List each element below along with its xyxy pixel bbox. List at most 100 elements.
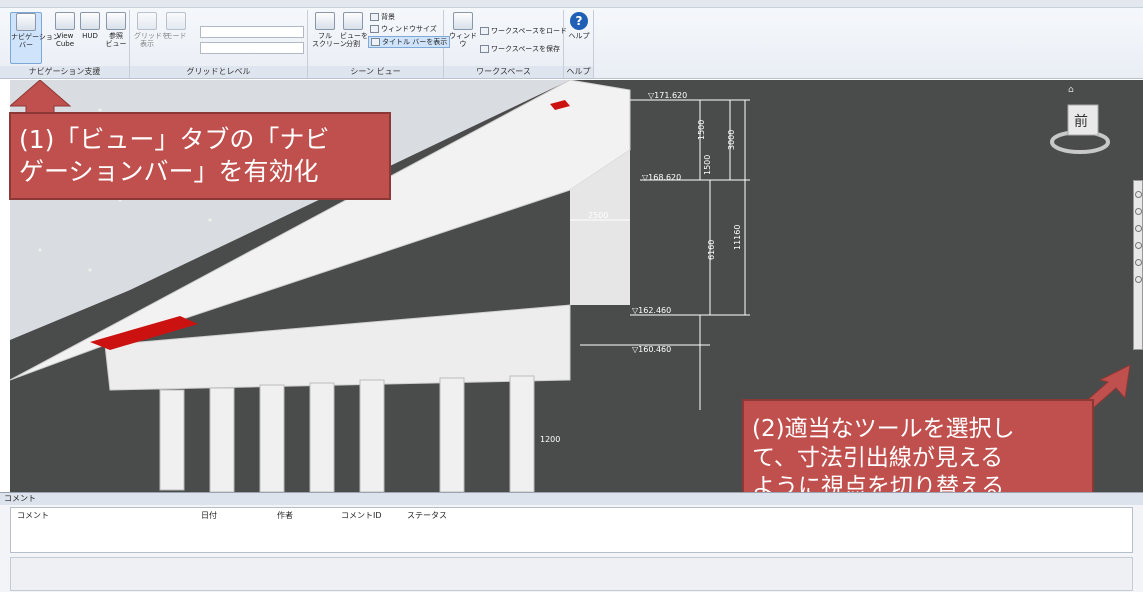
dim-1500-a: 1500 — [697, 120, 706, 140]
reference-view-label: 参照 ビュー — [105, 32, 127, 48]
red-bearing-left — [90, 316, 198, 350]
background-icon — [370, 13, 379, 21]
split-view-button[interactable]: ビューを 分割 — [340, 12, 368, 64]
grid-dropdown-2[interactable] — [200, 42, 304, 54]
abutment-wall — [570, 150, 630, 305]
dimension-lines — [570, 99, 750, 410]
cube-icon — [55, 12, 75, 30]
comment-table[interactable]: コメント 日付 作者 コメントID ステータス — [10, 507, 1133, 553]
viewcube[interactable] — [1067, 104, 1099, 136]
navigation-bar-label: ナビゲーション バー — [11, 33, 60, 49]
full-screen-label: フル スクリーン — [312, 32, 347, 48]
navigation-panel-title: ナビゲーション支援 — [0, 66, 129, 78]
column-comment[interactable]: コメント — [17, 511, 49, 520]
dim-elevation-mid: ▽168.620 — [642, 173, 681, 182]
viewcube-face-label: 前 — [1074, 113, 1088, 130]
window-size-label: ウィンドウサイズ — [381, 25, 437, 33]
dim-1200: 1200 — [540, 435, 560, 444]
dim-elevation-bottom: ▽160.460 — [632, 345, 671, 354]
mode-label: モード — [165, 32, 187, 40]
callout-2-line-1: (2)適当なツールを選択し — [752, 416, 1015, 442]
dim-elevation-top: ▽171.620 — [648, 91, 687, 100]
dim-11160: 11160 — [733, 225, 742, 250]
window-size-item[interactable]: ウィンドウサイズ — [370, 24, 437, 34]
split-view-icon — [343, 12, 363, 30]
help-panel: ? ヘルプ ヘルプ — [564, 10, 594, 78]
walk-icon[interactable] — [1134, 276, 1142, 283]
callout-1-line-1: (1)「ビュー」タブの「ナビ — [19, 125, 330, 154]
window-label: ウィンドウ — [449, 32, 477, 48]
grid-panel-title: グリッドとレベル — [130, 66, 307, 78]
split-view-label: ビューを 分割 — [340, 32, 368, 48]
pan-icon[interactable] — [1134, 208, 1142, 215]
mode-button[interactable]: モード — [164, 12, 188, 64]
workspace-panel-title: ワークスペース — [444, 66, 563, 78]
mode-icon — [166, 12, 186, 30]
help-panel-title: ヘルプ — [564, 66, 593, 78]
hud-button[interactable]: HUD — [80, 12, 100, 64]
reference-view-button[interactable]: 参照 ビュー — [104, 12, 128, 64]
load-workspace-icon — [480, 27, 489, 35]
comment-detail-area[interactable] — [10, 557, 1133, 591]
steering-wheel-icon[interactable] — [1134, 191, 1142, 198]
full-screen-button[interactable]: フル スクリーン — [312, 12, 347, 64]
footing — [104, 304, 571, 391]
workspace-panel: ウィンドウ ワークスペースをロード ワークスペースを保存 ワークスペース — [444, 10, 567, 78]
viewcube-button[interactable]: View Cube — [52, 12, 78, 64]
column-author[interactable]: 作者 — [277, 511, 293, 520]
save-workspace-item[interactable]: ワークスペースを保存 — [480, 44, 560, 54]
zoom-icon[interactable] — [1134, 225, 1142, 232]
load-workspace-item[interactable]: ワークスペースをロード — [480, 26, 567, 36]
hud-icon — [80, 12, 100, 30]
hud-label: HUD — [82, 32, 98, 40]
dim-3000: 3000 — [727, 130, 736, 150]
help-label: ヘルプ — [568, 32, 590, 40]
dim-2500: 2500 — [588, 211, 608, 220]
dim-6160: 6160 — [707, 240, 716, 260]
ribbon-tab-strip — [0, 0, 1143, 8]
comment-panel-title: コメント — [0, 493, 1143, 505]
comment-panel: コメント コメント 日付 作者 コメントID ステータス — [0, 492, 1143, 592]
home-icon[interactable]: ⌂ — [1068, 85, 1074, 95]
callout-2-line-2: て、寸法引出線が見える — [752, 445, 1004, 471]
grid-panel: グリッドを 表示 モード グリッドとレベル — [130, 10, 308, 78]
up-arrow — [10, 80, 72, 115]
grid-dropdown-1[interactable] — [200, 26, 304, 38]
red-bearing-top — [550, 100, 570, 110]
reference-view-icon — [106, 12, 126, 30]
column-comment-id[interactable]: コメントID — [341, 511, 382, 520]
save-workspace-icon — [480, 45, 489, 53]
title-bar-icon — [371, 38, 380, 46]
dim-1500-b: 1500 — [703, 155, 712, 175]
scene-view-panel: フル スクリーン ビューを 分割 背景 ウィンドウサイズ タイトル バーを表示 … — [308, 10, 451, 78]
show-grid-label: グリッドを 表示 — [134, 32, 169, 48]
viewcube-label: View Cube — [55, 32, 75, 48]
window-size-icon — [370, 25, 379, 33]
callout-step-1: (1)「ビュー」タブの「ナビ ゲーションバー」を有効化 — [9, 112, 391, 200]
column-date[interactable]: 日付 — [201, 511, 217, 520]
navigation-bar[interactable] — [1133, 180, 1143, 350]
grid-icon — [137, 12, 157, 30]
scene-view-panel-title: シーン ビュー — [308, 66, 443, 78]
ribbon: ナビゲーション バー View Cube HUD 参照 ビュー ナビゲーション支… — [0, 0, 1143, 79]
navigation-panel: ナビゲーション バー View Cube HUD 参照 ビュー ナビゲーション支… — [0, 10, 130, 78]
show-title-bar-label: タイトル バーを表示 — [382, 38, 448, 46]
help-button[interactable]: ? ヘルプ — [566, 12, 592, 64]
background-item[interactable]: 背景 — [370, 12, 395, 22]
navigation-bar-button[interactable]: ナビゲーション バー — [10, 12, 60, 64]
window-button[interactable]: ウィンドウ — [448, 12, 478, 64]
orbit-icon[interactable] — [1134, 242, 1142, 249]
column-status[interactable]: ステータス — [407, 511, 447, 520]
navigation-bar-icon — [16, 13, 36, 31]
show-title-bar-item[interactable]: タイトル バーを表示 — [368, 36, 451, 48]
show-grid-button[interactable]: グリッドを 表示 — [134, 12, 169, 64]
full-screen-icon — [315, 12, 335, 30]
dim-elevation-low: ▽162.460 — [632, 306, 671, 315]
load-workspace-label: ワークスペースをロード — [491, 27, 567, 35]
background-label: 背景 — [381, 13, 395, 21]
help-icon: ? — [570, 12, 588, 30]
save-workspace-label: ワークスペースを保存 — [491, 45, 560, 53]
look-icon[interactable] — [1134, 259, 1142, 266]
piles — [159, 375, 535, 492]
window-icon — [453, 12, 473, 30]
